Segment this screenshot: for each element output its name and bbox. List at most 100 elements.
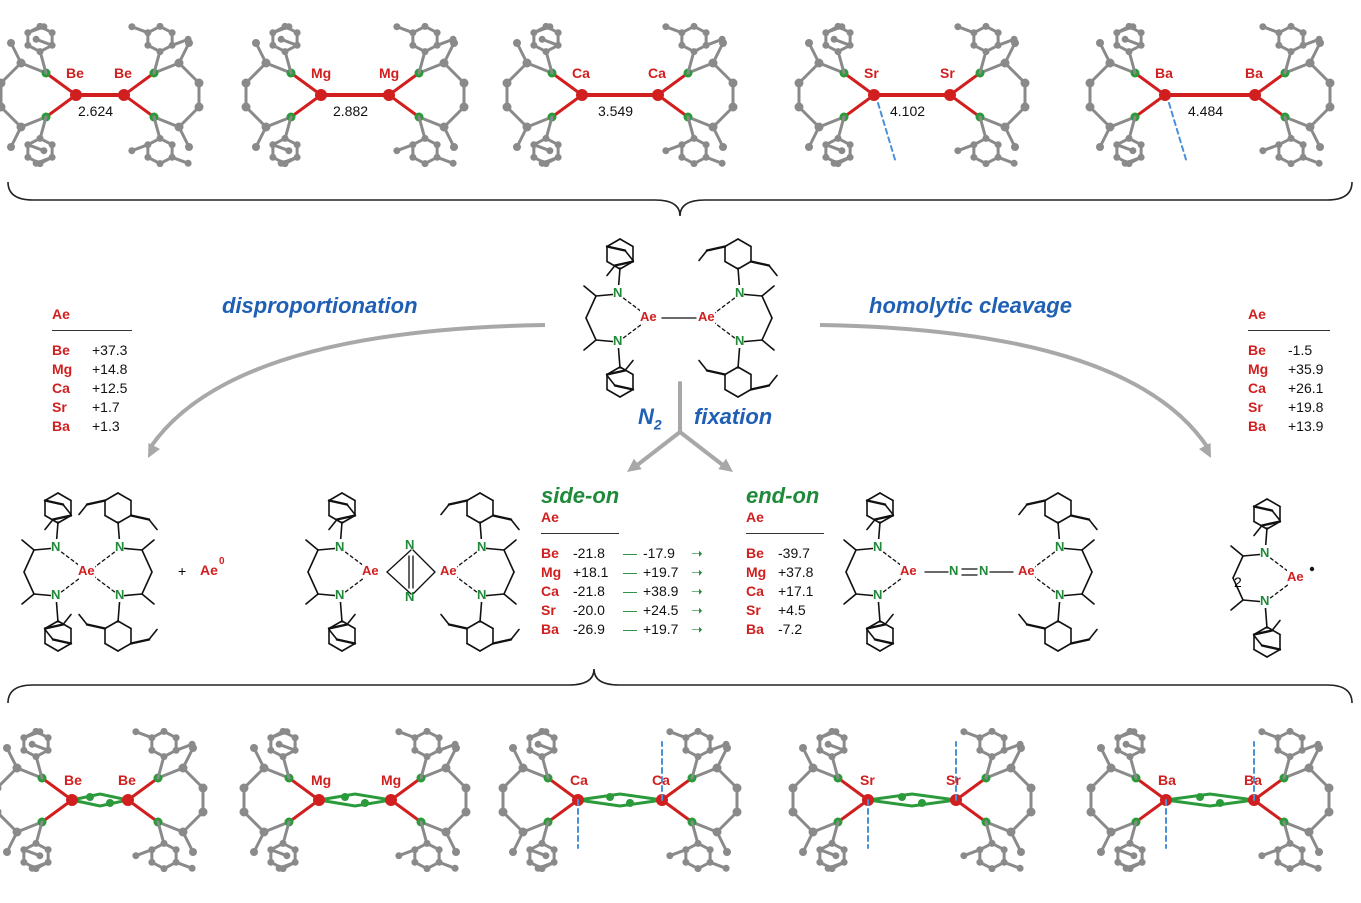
carbon-atom [423, 839, 431, 847]
carbon-atom [252, 39, 260, 47]
metal-n-bond [546, 798, 580, 824]
carbon-atom [522, 122, 532, 132]
carbon-atom [1286, 839, 1294, 847]
table-row: Ba-26.9—+19.7➝Ba-7.2 [541, 620, 831, 639]
carbon-atom [1325, 102, 1335, 112]
ipr-bond [129, 638, 151, 645]
nitrogen-label: N [115, 587, 125, 602]
carbon-atom [706, 846, 714, 854]
ipr-bond [1069, 514, 1091, 521]
carbon-atom [1114, 858, 1122, 866]
end-on-header: Ae [746, 509, 764, 525]
side-on-energy: +18.1 [573, 564, 609, 580]
metal-label: Sr [940, 65, 955, 81]
ipr-bond [865, 623, 887, 630]
carbon-atom [1315, 848, 1323, 856]
carbon-atom [1000, 734, 1008, 742]
carbon-atom [7, 143, 15, 151]
carbon-atom [982, 134, 990, 142]
ligand-bond [791, 810, 815, 834]
carbon-atom [838, 147, 846, 155]
carbon-atom [538, 839, 546, 847]
ipr-bond [335, 638, 357, 645]
ipr-bond [1088, 628, 1098, 641]
carbon-atom [1017, 848, 1025, 856]
ipr-bond [335, 514, 357, 521]
table-row: Mg+35.9 [1248, 360, 1330, 379]
carbon-atom [830, 159, 838, 167]
ipr-bond [129, 514, 151, 521]
metal-atom [576, 89, 588, 101]
aryl-bond [341, 620, 356, 630]
carbon-atom [830, 35, 838, 43]
nitrogen-atom [1196, 793, 1204, 801]
carbon-atom [241, 78, 251, 88]
nitrogen-label: N [51, 587, 61, 602]
aryl-bond [1266, 626, 1281, 636]
carbon-atom [168, 29, 176, 37]
side-on-label: side-on [541, 483, 620, 508]
carbon-atom [441, 763, 451, 773]
ligand-bond [0, 105, 23, 129]
carbon-atom [1258, 852, 1266, 860]
carbon-atom [1305, 122, 1315, 132]
carbon-atom [283, 728, 291, 736]
carbon-atom [36, 134, 44, 142]
energy-value: +12.5 [92, 380, 128, 396]
barrier-energy: +19.7 [643, 621, 679, 637]
carbon-atom [498, 783, 508, 793]
carbon-atom [534, 740, 542, 748]
ipr-bond [605, 245, 627, 252]
ipr-bond [447, 623, 469, 630]
carbon-atom [1114, 746, 1122, 754]
nitrogen-atom [106, 799, 114, 807]
carbon-atom [1000, 122, 1010, 132]
carbon-atom [1121, 159, 1129, 167]
carbon-atom [261, 58, 271, 68]
aryl-bond [724, 388, 739, 398]
carbon-atom [708, 58, 718, 68]
carbon-atom [44, 846, 52, 854]
metal-label: Be [118, 772, 136, 788]
carbon-atom [421, 134, 429, 142]
side-element: Be [541, 545, 559, 561]
energy-value: +26.1 [1288, 380, 1324, 396]
end-on-energy: -7.2 [778, 621, 803, 637]
aryl-bond [479, 492, 494, 502]
methyl-bond [583, 339, 597, 351]
ligand-bond [1308, 61, 1332, 85]
table-row: Mg+14.8 [52, 360, 132, 379]
carbon-atom [36, 48, 44, 56]
ligand-bond [244, 61, 268, 85]
metal-n-bond [289, 93, 323, 119]
nitrogen-label: N [335, 539, 345, 554]
metal-atom [70, 89, 82, 101]
ipr-bond [749, 260, 771, 267]
carbon-atom [1324, 783, 1334, 793]
carbon-atom [808, 763, 818, 773]
carbon-atom [36, 852, 44, 860]
ring-bond [1081, 549, 1093, 573]
carbon-atom [805, 143, 813, 151]
carbon-atom [719, 143, 727, 151]
carbon-atom [24, 153, 32, 161]
ipr-bond [491, 514, 513, 521]
metal-label: Ca [648, 65, 666, 81]
side-on-energy: -26.9 [573, 621, 605, 637]
metal-distance: 4.484 [1188, 103, 1224, 119]
ligand-bond [242, 810, 266, 834]
aryl-bond [479, 620, 494, 630]
ligand-bond [501, 766, 525, 790]
ligand-bond [505, 105, 529, 129]
n2-side-bond [412, 571, 436, 595]
metal-atom [868, 89, 880, 101]
methyl-bond [761, 285, 775, 297]
carbon-atom [1299, 141, 1307, 149]
methyl-bond [503, 539, 517, 551]
barrier-energy: +24.5 [643, 602, 679, 618]
carbon-atom [285, 23, 293, 31]
carbon-atom [542, 728, 550, 736]
bottom-brace [7, 668, 1353, 704]
carbon-atom [259, 763, 269, 773]
